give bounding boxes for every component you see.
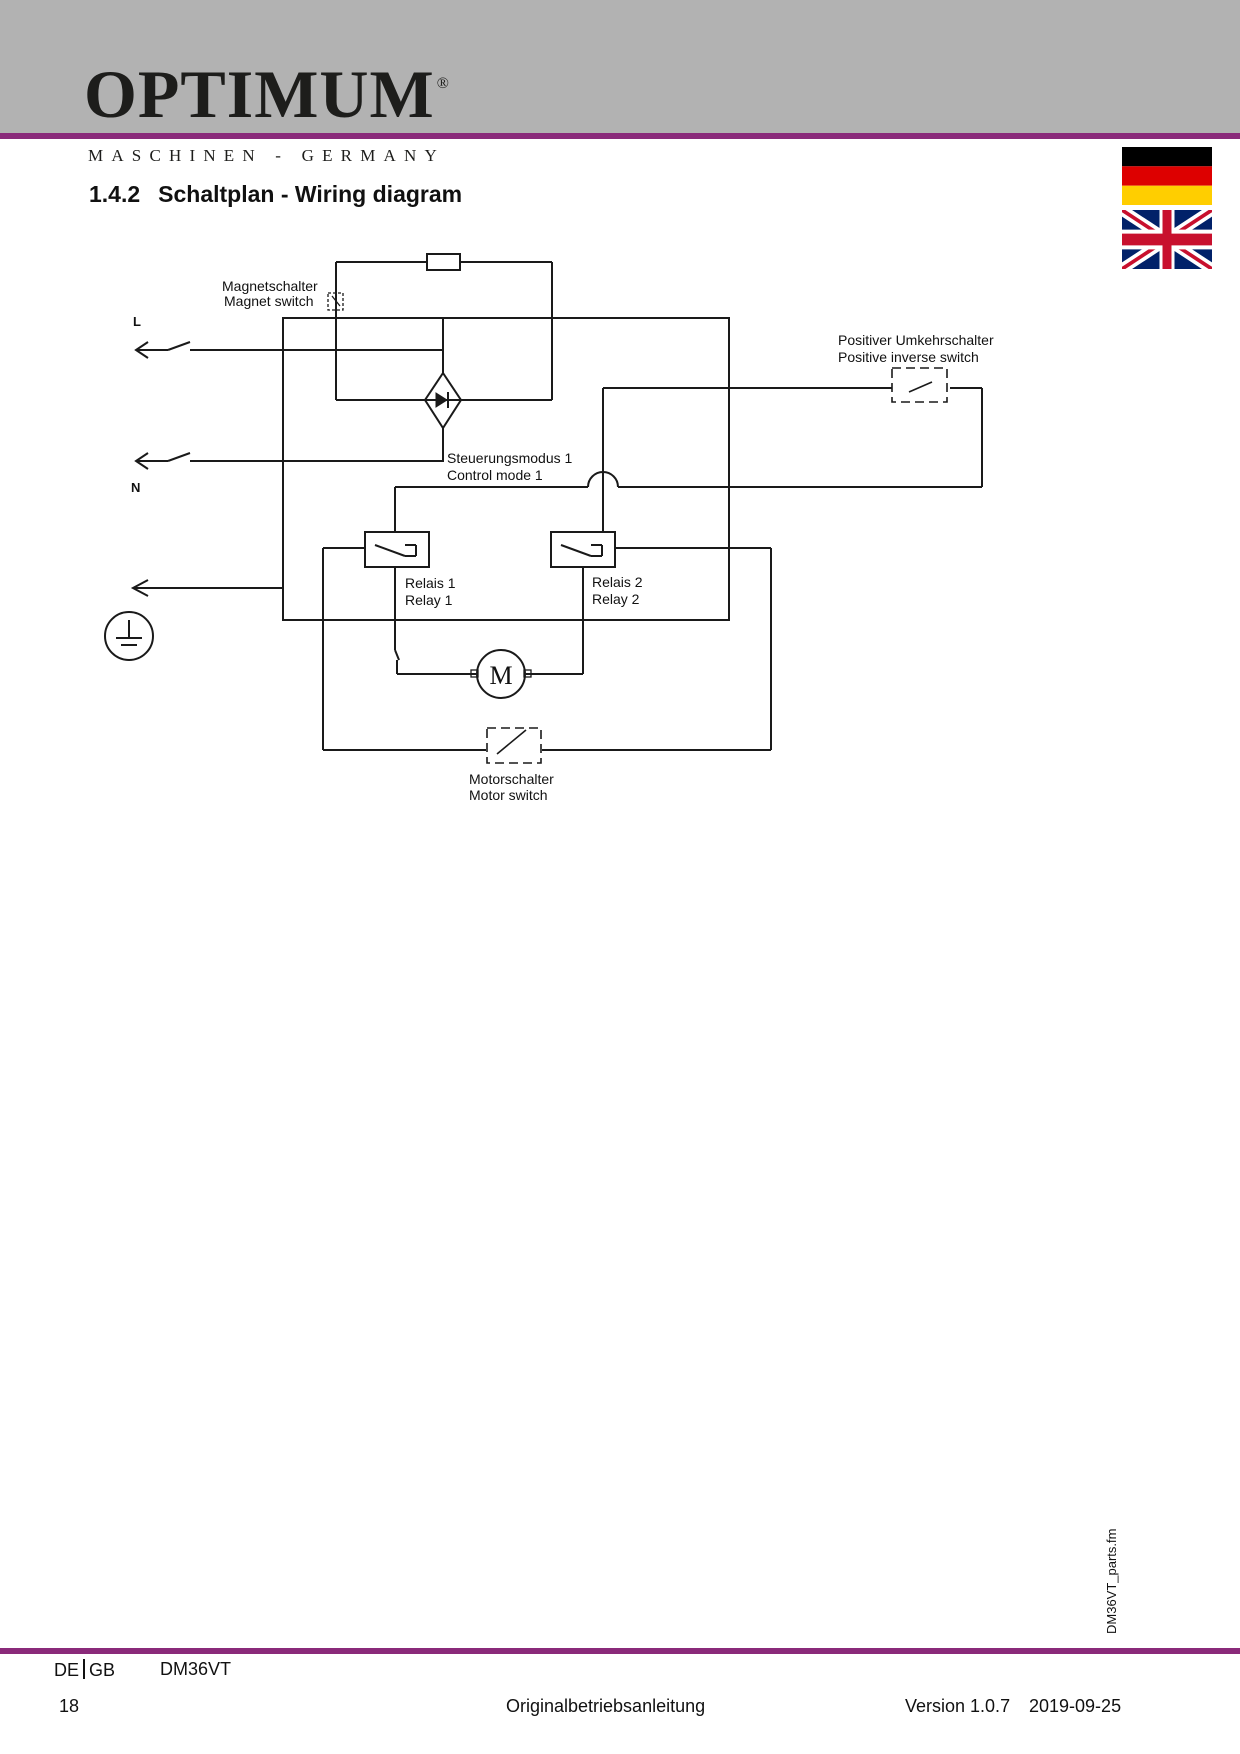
- magnet-switch-symbol: [327, 292, 344, 311]
- control-mode-wiring: [394, 387, 983, 532]
- motor-symbol: [476, 649, 526, 699]
- line-n-input: [134, 452, 440, 470]
- brand-logo: OPTIMUM®: [84, 60, 450, 128]
- footer-version: Version 1.0.7: [905, 1696, 1011, 1716]
- brand-name: OPTIMUM: [84, 56, 435, 132]
- line-n-label: N: [131, 480, 140, 495]
- footer-lang-de: DE: [54, 1660, 80, 1680]
- rectifier-symbol: [423, 318, 463, 462]
- header-rule: [0, 133, 1240, 139]
- relay-2-label-de: Relais 2: [592, 574, 643, 590]
- source-file-label: DM36VT_parts.fm: [1104, 1528, 1119, 1634]
- motor-wiring: [394, 567, 584, 699]
- motor-switch-label-en: Motor switch: [469, 787, 548, 803]
- footer-page-number: 18: [59, 1696, 80, 1716]
- control-mode-label-en: Control mode 1: [447, 467, 543, 483]
- relay-1-label-de: Relais 1: [405, 575, 456, 591]
- motor-switch-label-de: Motorschalter: [469, 771, 554, 787]
- section-number: 1.4.2: [89, 181, 141, 207]
- motor-switch-symbol: [486, 727, 542, 764]
- wiring-diagram: Magnetschalter Magnet switch L N Positiv…: [104, 253, 994, 803]
- motor-switch-loop: [322, 547, 772, 764]
- earth-input: [130, 579, 283, 597]
- flag-uk-icon: [1122, 210, 1212, 269]
- magnet-switch-label-en: Magnet switch: [224, 293, 313, 309]
- section-title: Schaltplan - Wiring diagram: [158, 181, 463, 207]
- relay-2-label-en: Relay 2: [592, 591, 640, 607]
- footer-lang-gb: GB: [89, 1660, 116, 1680]
- footer-date: 2019-09-25: [1029, 1696, 1122, 1716]
- footer-languages: DE GB: [54, 1659, 115, 1681]
- footer-rule: [0, 1648, 1240, 1654]
- footer-lang-separator: [83, 1659, 86, 1679]
- registered-mark: ®: [436, 75, 450, 92]
- line-l-label: L: [133, 314, 141, 329]
- positive-inverse-switch-symbol: [891, 367, 948, 403]
- footer-doc-title: Originalbetriebsanleitung: [506, 1696, 706, 1716]
- relay-1-symbol: [364, 531, 430, 568]
- header-band: [0, 0, 1240, 133]
- motor-label: M: [489, 661, 512, 690]
- control-mode-label-de: Steuerungsmodus 1: [447, 450, 573, 466]
- main-frame-wire: [282, 317, 730, 621]
- brand-tagline: MASCHINEN - GERMANY: [88, 146, 445, 165]
- resistor-symbol: [426, 253, 461, 271]
- flag-germany-icon: [1122, 147, 1212, 205]
- footer-model: DM36VT: [160, 1659, 232, 1679]
- earth-ground-icon: [104, 611, 154, 661]
- inverse-switch-label-de: Positiver Umkehrschalter: [838, 332, 994, 348]
- relay-2-symbol: [550, 531, 616, 568]
- magnet-switch-label-de: Magnetschalter: [222, 278, 318, 294]
- section-heading: 1.4.2 Schaltplan - Wiring diagram: [89, 181, 462, 208]
- line-l-input: [134, 341, 443, 359]
- relay-1-label-en: Relay 1: [405, 592, 453, 608]
- inverse-switch-label-en: Positive inverse switch: [838, 349, 979, 365]
